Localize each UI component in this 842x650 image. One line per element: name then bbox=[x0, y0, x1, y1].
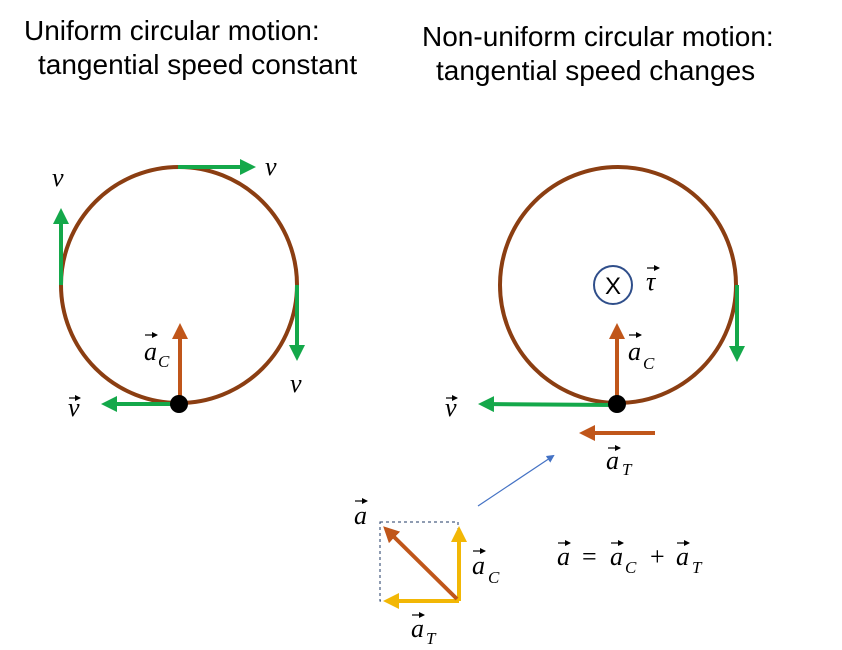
velocity-label-left: v bbox=[52, 163, 64, 192]
torque-into-page-mark: X bbox=[605, 273, 621, 300]
equation-equals: = bbox=[582, 542, 597, 571]
equation-a-c: a bbox=[610, 542, 623, 571]
tangential-subscript-t-right: T bbox=[622, 460, 633, 479]
tangential-symbol-a-right: a bbox=[606, 446, 619, 475]
component-label-centripetal: a C bbox=[472, 548, 500, 587]
equation-a: a bbox=[557, 542, 570, 571]
velocity-label-top: v bbox=[265, 152, 277, 181]
centripetal-subscript-c: C bbox=[158, 352, 170, 371]
centripetal-label-left: a C bbox=[144, 332, 170, 371]
torque-into-page-icon bbox=[593, 265, 633, 305]
equation-a-t: a bbox=[676, 542, 689, 571]
decomposition-dashed-box bbox=[379, 521, 459, 602]
velocity-vector-symbol-nonuniform: v bbox=[445, 393, 457, 422]
component-subscript-c: C bbox=[488, 568, 500, 587]
resultant-label: a bbox=[354, 498, 368, 530]
nonuniform-motion-figure: X τ v a C a T bbox=[445, 165, 745, 479]
particle-dot-left bbox=[170, 395, 188, 413]
component-symbol-a-c: a bbox=[472, 551, 485, 580]
velocity-vector-label-nonuniform: v bbox=[445, 393, 458, 422]
particle-dot-right bbox=[608, 395, 626, 413]
resultant-symbol-a: a bbox=[354, 501, 367, 530]
uniform-heading-line2: tangential speed constant bbox=[38, 49, 358, 80]
equation-subscript-c: C bbox=[625, 558, 637, 577]
centripetal-symbol-a: a bbox=[144, 337, 157, 366]
torque-label: τ bbox=[646, 265, 660, 296]
uniform-heading-line1: Uniform circular motion: bbox=[24, 15, 320, 46]
acceleration-decomposition: a a C a T bbox=[354, 498, 500, 648]
zoom-pointer-line bbox=[477, 454, 555, 507]
velocity-label-right: v bbox=[290, 369, 302, 398]
tangential-label-right: a T bbox=[606, 445, 633, 479]
velocity-vector-label: v bbox=[68, 393, 81, 422]
resultant-acceleration-arrow bbox=[383, 526, 459, 601]
nonuniform-heading: Non-uniform circular motion: tangential … bbox=[422, 20, 774, 88]
component-symbol-a-t: a bbox=[411, 614, 424, 643]
equation-subscript-t: T bbox=[692, 558, 703, 577]
torque-symbol: τ bbox=[646, 267, 657, 296]
component-label-tangential: a T bbox=[411, 612, 437, 648]
velocity-arrow-bottom-nonuniform bbox=[478, 396, 616, 413]
nonuniform-heading-line2: tangential speed changes bbox=[436, 55, 756, 86]
centripetal-label-right: a C bbox=[628, 332, 655, 373]
uniform-motion-figure: v v v v a C bbox=[52, 152, 305, 422]
centripetal-symbol-a-right: a bbox=[628, 337, 641, 366]
velocity-vector-symbol: v bbox=[68, 393, 80, 422]
equation-plus: + bbox=[650, 542, 665, 571]
uniform-heading: Uniform circular motion: tangential spee… bbox=[24, 14, 357, 82]
component-subscript-t: T bbox=[426, 629, 437, 648]
nonuniform-heading-line1: Non-uniform circular motion: bbox=[422, 21, 774, 52]
acceleration-equation: a = a C + a T bbox=[557, 540, 703, 577]
centripetal-subscript-c-right: C bbox=[643, 354, 655, 373]
